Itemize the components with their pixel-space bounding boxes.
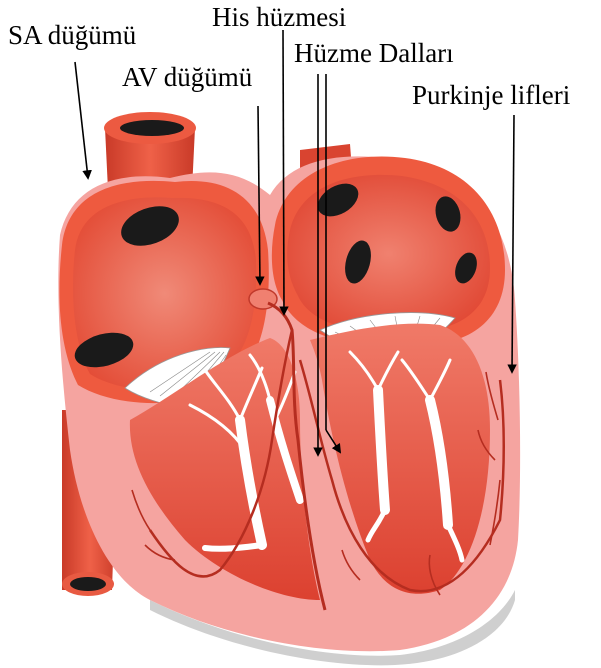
bundle-branches-label: Hüzme Dalları <box>294 40 454 67</box>
av-node-label: AV düğümü <box>122 64 252 91</box>
svc-hole <box>120 120 184 136</box>
sa-node-label: SA düğümü <box>8 22 136 49</box>
leader-sa <box>75 62 88 178</box>
ivc-hole <box>70 577 106 591</box>
purkinje-fibers-label: Purkinje lifleri <box>412 82 570 109</box>
his-bundle-label: His hüzmesi <box>212 4 346 31</box>
leader-his <box>283 30 284 314</box>
